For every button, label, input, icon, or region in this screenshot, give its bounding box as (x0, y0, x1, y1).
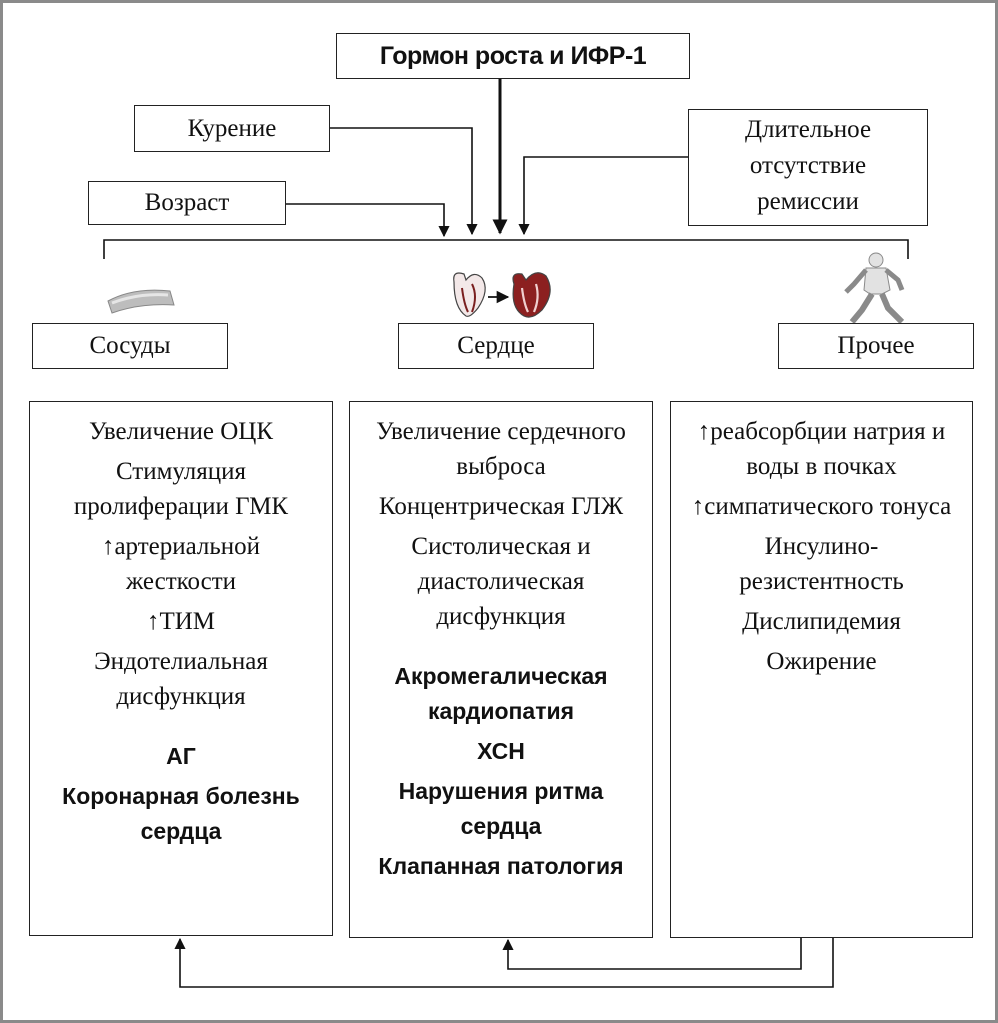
heart-outcome: ХСН (477, 738, 525, 764)
vessels-item: ↑артериальной жесткости (101, 533, 261, 595)
smoking-arrow (330, 127, 478, 236)
other-item: Инсулино-резистентность (739, 533, 904, 595)
heart-item: Увеличение сердечного выброса (376, 418, 626, 480)
vessels-item: Увеличение ОЦК (88, 418, 274, 445)
category-vessels-label: Сосуды (89, 332, 171, 359)
vessels-item: ↑ТИМ (146, 608, 216, 635)
category-other: Прочее (778, 323, 974, 369)
category-vessels: Сосуды (32, 323, 228, 369)
other-item: ↑симпатического тонуса (691, 493, 952, 520)
heart-outcome: Нарушения ритма сердца (398, 778, 604, 839)
feedback-heart-arrow (502, 938, 802, 970)
category-heart-label: Сердце (457, 332, 535, 359)
other-item: Дислипидемия (742, 608, 901, 635)
heart-item: Концентрическая ГЛЖ (378, 493, 624, 520)
heart-outcome: Акромегалическая кардиопатия (394, 663, 608, 724)
age-arrow (286, 203, 450, 238)
remission-line-3: ремиссии (757, 188, 859, 215)
vessels-outcome: Коронарная болезнь сердца (62, 783, 300, 844)
category-heart: Сердце (398, 323, 594, 369)
age-label: Возраст (144, 189, 230, 216)
heart-column: Увеличение сердечного выброса Концентрич… (349, 401, 653, 938)
title-text: Гормон роста и ИФР-1 (379, 41, 647, 70)
other-column: ↑реабсорбции натрия и воды в почках ↑сим… (670, 401, 973, 938)
smoking-box: Курение (134, 105, 330, 152)
heart-outcome: Клапанная патология (378, 853, 624, 879)
vessels-item: Стимуляция пролиферации ГМК (73, 458, 289, 520)
feedback-vessels-arrow (174, 937, 834, 988)
other-item: ↑реабсорбции натрия и воды в почках (697, 418, 946, 480)
human-figure-icon (844, 252, 905, 325)
vessel-icon (107, 289, 175, 314)
remission-line-2: отсутствие (749, 152, 867, 179)
remission-arrow (518, 156, 688, 236)
remission-box: Длительное отсутствие ремиссии (688, 109, 928, 226)
category-other-label: Прочее (837, 332, 915, 359)
heart-item: Систолическая и диастолическая дисфункци… (411, 533, 591, 630)
vessels-outcome: АГ (166, 743, 196, 769)
remission-line-1: Длительное (744, 116, 872, 143)
vessels-item: Эндотелиальная дисфункция (94, 648, 268, 710)
smoking-label: Курение (187, 114, 277, 142)
title-box: Гормон роста и ИФР-1 (336, 33, 690, 79)
age-box: Возраст (88, 181, 286, 225)
heart-remodeling-icon (453, 272, 551, 318)
bracket-line (103, 239, 909, 259)
other-item: Ожирение (766, 648, 877, 675)
vessels-column: Увеличение ОЦК Стимуляция пролиферации Г… (29, 401, 333, 936)
